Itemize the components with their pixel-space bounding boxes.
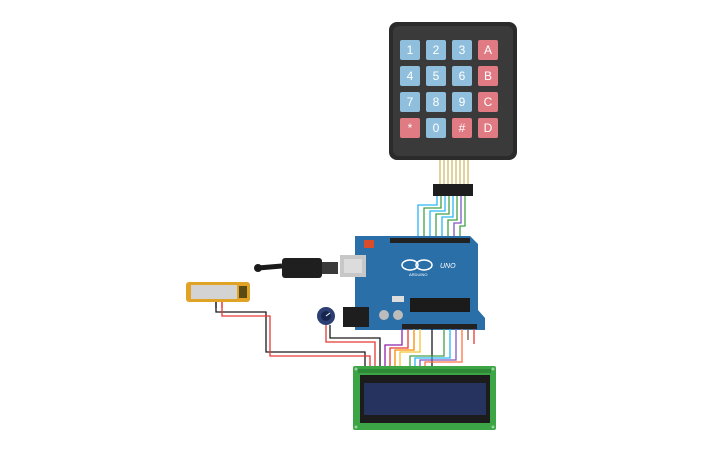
keypad-key-label: A xyxy=(484,43,492,57)
keypad-key-label: 8 xyxy=(433,95,440,109)
keypad-key-8[interactable]: 8 xyxy=(426,92,446,112)
keypad-key-d[interactable]: D xyxy=(478,118,498,138)
keypad-key-5[interactable]: 5 xyxy=(426,66,446,86)
keypad-key-label: 1 xyxy=(407,43,414,57)
digital-header xyxy=(390,238,470,243)
arduino-brand-label: ARDUINO xyxy=(409,272,427,277)
arduino-model-label: UNO xyxy=(440,263,456,270)
keypad-key-label: 5 xyxy=(433,69,440,83)
keypad-key-9[interactable]: 9 xyxy=(452,92,472,112)
keypad-key-c[interactable]: C xyxy=(478,92,498,112)
arduino-uno-board[interactable]: ARDUINO UNO xyxy=(340,236,485,330)
keypad-key-a[interactable]: A xyxy=(478,40,498,60)
keypad-key-label: B xyxy=(484,69,492,83)
lcd-16x2[interactable] xyxy=(353,366,496,430)
keypad-key-7[interactable]: 7 xyxy=(400,92,420,112)
lcd-wires xyxy=(215,308,475,366)
keypad-key-b[interactable]: B xyxy=(478,66,498,86)
arduino-logo xyxy=(401,259,433,271)
keypad-keys: 1 2 3 A 4 5 6 B 7 8 9 C * 0 # D xyxy=(400,40,498,138)
keypad-key-label: 4 xyxy=(407,69,414,83)
keypad-key-4[interactable]: 4 xyxy=(400,66,420,86)
keypad[interactable]: 1 2 3 A 4 5 6 B 7 8 9 C * 0 # D xyxy=(389,22,517,196)
keypad-key-star[interactable]: * xyxy=(400,118,420,138)
keypad-key-6[interactable]: 6 xyxy=(452,66,472,86)
keypad-key-label: * xyxy=(408,121,413,135)
keypad-key-1[interactable]: 1 xyxy=(400,40,420,60)
keypad-key-label: 6 xyxy=(459,69,466,83)
keypad-key-label: 3 xyxy=(459,43,466,57)
keypad-key-3[interactable]: 3 xyxy=(452,40,472,60)
keypad-key-label: 7 xyxy=(407,95,414,109)
keypad-key-0[interactable]: 0 xyxy=(426,118,446,138)
keypad-key-label: D xyxy=(484,121,493,135)
keypad-wires xyxy=(417,196,466,238)
keypad-key-label: # xyxy=(459,121,466,135)
keypad-key-label: 0 xyxy=(433,121,440,135)
keypad-key-label: 2 xyxy=(433,43,440,57)
keypad-key-hash[interactable]: # xyxy=(452,118,472,138)
power-analog-header xyxy=(402,324,477,329)
power-jack xyxy=(343,307,369,327)
keypad-key-label: C xyxy=(484,95,493,109)
potentiometer[interactable] xyxy=(317,307,335,325)
keypad-key-2[interactable]: 2 xyxy=(426,40,446,60)
keypad-ribbon xyxy=(439,160,469,184)
lcd-screen xyxy=(364,383,486,415)
usb-cable xyxy=(254,258,338,278)
keypad-connector xyxy=(433,184,473,196)
battery[interactable] xyxy=(186,282,250,308)
keypad-key-label: 9 xyxy=(459,95,466,109)
reset-button[interactable] xyxy=(364,240,374,248)
atmega-chip xyxy=(410,298,470,312)
